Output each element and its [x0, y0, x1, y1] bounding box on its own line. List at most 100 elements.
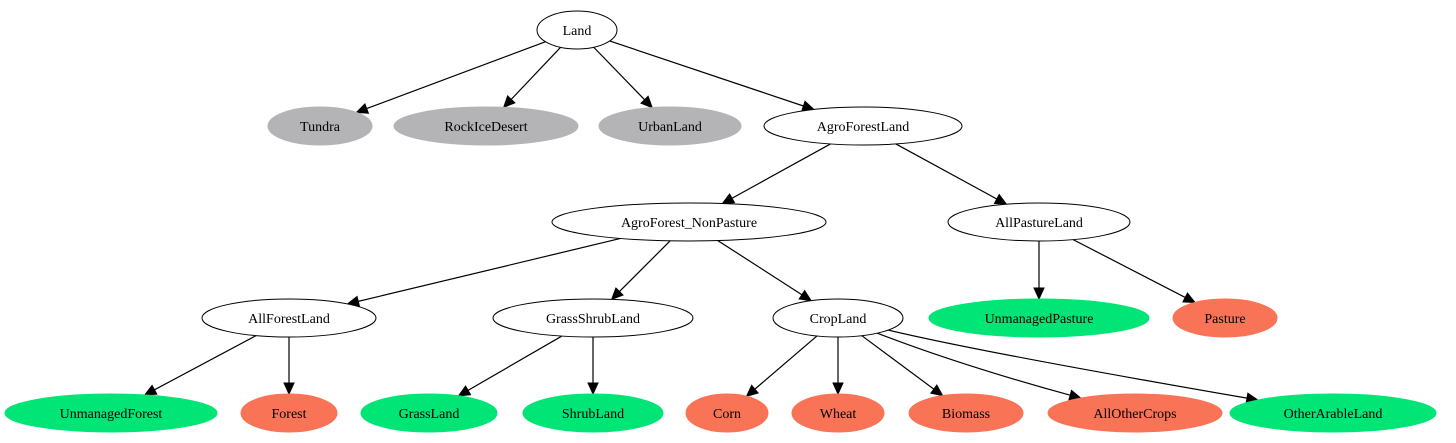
arrowhead-icon	[993, 193, 1008, 205]
node-label: GrassLand	[399, 407, 460, 422]
node-label: AllForestLand	[248, 312, 330, 327]
node-label: Biomass	[942, 407, 990, 422]
edge-line	[895, 143, 998, 200]
node-corn: Corn	[685, 393, 769, 433]
edge-line	[467, 335, 563, 391]
node-label: ShrubLand	[562, 407, 624, 422]
edge-land-to-urban-land	[593, 46, 654, 109]
node-land: Land	[536, 10, 618, 50]
node-ellipse	[598, 106, 742, 146]
arrowhead-icon	[798, 289, 813, 302]
node-label: UnmanagedForest	[60, 407, 163, 422]
node-grass-shrub-land: GrassShrubLand	[492, 298, 694, 338]
edge-line	[731, 143, 831, 199]
node-ellipse	[908, 393, 1024, 433]
node-ellipse	[522, 393, 664, 433]
node-biomass: Biomass	[908, 393, 1024, 433]
node-label: AllPastureLand	[995, 216, 1083, 231]
edge-line	[1072, 239, 1186, 298]
node-unmanaged-pasture: UnmanagedPasture	[928, 298, 1150, 338]
node-label: OtherArableLand	[1284, 407, 1383, 422]
edge-crop-land-to-corn	[745, 335, 818, 398]
node-ellipse	[763, 106, 963, 146]
node-ellipse	[1229, 393, 1437, 433]
arrowhead-icon	[1033, 287, 1045, 301]
edges-layer	[143, 40, 1260, 404]
node-ellipse	[492, 298, 694, 338]
edge-line	[358, 237, 621, 302]
arrowhead-icon	[502, 95, 516, 109]
edge-line	[717, 240, 803, 296]
node-all-forest-land: AllForestLand	[201, 298, 377, 338]
node-ellipse	[267, 106, 373, 146]
node-ellipse	[685, 393, 769, 433]
arrowhead-icon	[457, 385, 472, 397]
edge-line	[154, 335, 257, 391]
node-label: UnmanagedPasture	[985, 312, 1094, 327]
edge-line	[877, 332, 1071, 396]
edge-land-to-agro-forest-land	[609, 40, 816, 112]
node-rock-ice-desert: RockIceDesert	[393, 106, 579, 146]
node-ellipse	[791, 393, 885, 433]
edge-agro-forest-land-to-agro-forest-non-pasture	[721, 143, 831, 205]
edge-agro-forest-land-to-all-pasture-land	[895, 143, 1008, 205]
node-all-other-crops: AllOtherCrops	[1047, 393, 1223, 433]
node-ellipse	[4, 393, 218, 433]
edge-all-forest-land-to-unmanaged-forest	[143, 335, 257, 396]
node-label: AllOtherCrops	[1093, 407, 1176, 422]
node-crop-land: CropLand	[772, 298, 904, 338]
edge-land-to-tundra	[355, 41, 546, 114]
node-label: Wheat	[820, 407, 857, 422]
edge-agro-forest-non-pasture-to-all-forest-land	[346, 237, 621, 307]
node-label: UrbanLand	[638, 120, 702, 135]
arrowhead-icon	[1182, 292, 1197, 304]
node-label: CropLand	[810, 312, 867, 327]
node-ellipse	[1047, 393, 1223, 433]
node-urban-land: UrbanLand	[598, 106, 742, 146]
arrowhead-icon	[745, 384, 760, 398]
edge-grass-shrub-land-to-grass-land	[457, 335, 563, 397]
arrowhead-icon	[355, 102, 370, 114]
node-label: Pasture	[1204, 312, 1245, 327]
edge-line	[861, 335, 935, 390]
node-pasture: Pasture	[1172, 298, 1278, 338]
node-shrub-land: ShrubLand	[522, 393, 664, 433]
node-ellipse	[772, 298, 904, 338]
node-label: GrassShrubLand	[546, 312, 640, 327]
node-ellipse	[1172, 298, 1278, 338]
arrowhead-icon	[640, 95, 654, 109]
edge-agro-forest-non-pasture-to-grass-shrub-land	[610, 240, 671, 301]
edge-crop-land-to-biomass	[861, 335, 944, 397]
edge-line	[366, 41, 546, 110]
node-ellipse	[928, 298, 1150, 338]
node-ellipse	[360, 393, 498, 433]
edge-line	[510, 46, 562, 100]
arrowhead-icon	[721, 192, 736, 205]
edge-all-pasture-land-to-unmanaged-pasture	[1033, 241, 1045, 301]
node-ellipse	[393, 106, 579, 146]
node-other-arable-land: OtherArableLand	[1229, 393, 1437, 433]
node-ellipse	[947, 202, 1131, 242]
edge-line	[619, 240, 671, 292]
node-agro-forest-non-pasture: AgroForest_NonPasture	[551, 202, 827, 242]
node-label: Land	[563, 24, 592, 39]
node-all-pasture-land: AllPastureLand	[947, 202, 1131, 242]
node-ellipse	[551, 202, 827, 242]
node-agro-forest-land: AgroForestLand	[763, 106, 963, 146]
arrowhead-icon	[587, 382, 599, 396]
node-ellipse	[201, 298, 377, 338]
node-label: Corn	[713, 407, 741, 422]
edge-crop-land-to-all-other-crops	[877, 332, 1082, 401]
arrowhead-icon	[143, 384, 158, 396]
node-grass-land: GrassLand	[360, 393, 498, 433]
arrowhead-icon	[610, 287, 624, 301]
node-forest: Forest	[240, 393, 338, 433]
edge-crop-land-to-wheat	[832, 337, 844, 396]
edge-all-forest-land-to-forest	[283, 337, 295, 396]
edge-line	[754, 335, 818, 390]
node-tundra: Tundra	[267, 106, 373, 146]
edge-line	[609, 40, 804, 107]
node-wheat: Wheat	[791, 393, 885, 433]
